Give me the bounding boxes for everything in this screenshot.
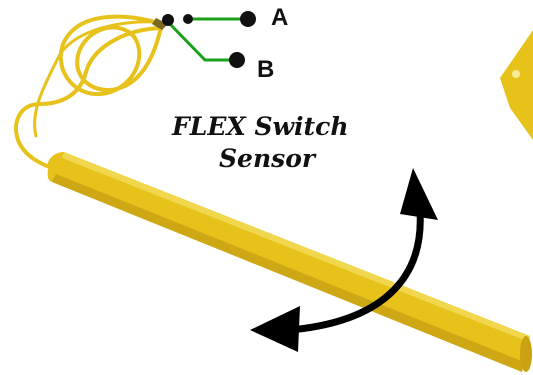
- bend-arrow-icon: [250, 168, 438, 352]
- flex-sensor-icon: [47, 152, 532, 372]
- yellow-object-edge: [500, 30, 533, 140]
- terminal-a-label: A: [271, 4, 289, 31]
- wire-b: [166, 20, 238, 62]
- wiring: [166, 17, 250, 62]
- cable-tip: [152, 18, 168, 30]
- sensor-cable: [14, 14, 164, 172]
- terminal-dot-icon: [162, 11, 256, 68]
- diagram-title-line-2: Sensor: [219, 144, 316, 173]
- diagram-title-line-1: FLEX Switch: [172, 112, 349, 141]
- terminal-b-label: B: [257, 56, 275, 83]
- object-hole: [512, 70, 520, 78]
